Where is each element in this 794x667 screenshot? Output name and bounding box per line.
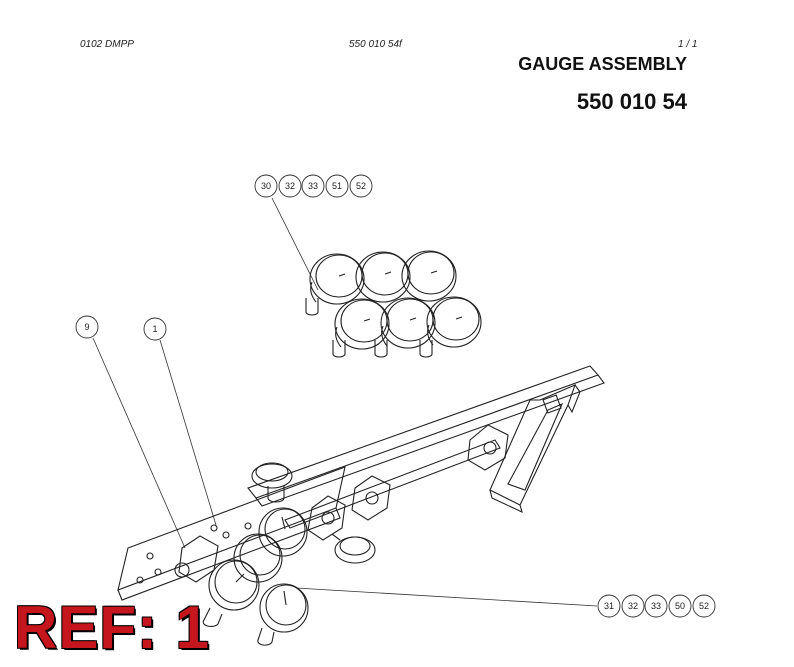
callout-label: 32 [285, 181, 295, 191]
leader-item-1 [159, 339, 217, 526]
callout-bubble: 32 [621, 594, 645, 618]
reference-stamp: REF: 1 [14, 594, 211, 661]
callout-item-9: 9 [75, 315, 99, 339]
callout-bubble: 50 [668, 594, 692, 618]
callout-bubble: 30 [254, 174, 278, 198]
drawing-title: GAUGE ASSEMBLY [518, 54, 687, 74]
callout-label: 1 [152, 324, 157, 334]
part-file-code: 550 010 54f [349, 39, 402, 50]
document-code: 0102 DMPP [80, 39, 134, 50]
callout-label: 50 [675, 601, 685, 611]
callout-label: 51 [332, 181, 342, 191]
callout-bubble: 31 [597, 594, 621, 618]
callout-label: 32 [628, 601, 638, 611]
page-number: 1 / 1 [678, 39, 698, 50]
callout-bubble: 32 [278, 174, 302, 198]
callout-group-top: 30 32 33 51 52 [254, 174, 373, 198]
callout-label: 52 [356, 181, 366, 191]
leader-top-group [271, 197, 319, 291]
callout-bubble: 33 [301, 174, 325, 198]
callout-label: 33 [651, 601, 661, 611]
callout-label: 30 [261, 181, 271, 191]
callout-label: 33 [308, 181, 318, 191]
callout-bubble: 51 [325, 174, 349, 198]
callout-label: 9 [84, 322, 89, 332]
callout-bubble: 33 [644, 594, 668, 618]
callout-bubble: 52 [692, 594, 716, 618]
callout-item-1: 1 [143, 317, 167, 341]
upper-gauge-group [305, 250, 482, 358]
callout-label: 31 [604, 601, 614, 611]
lower-gauge-group [202, 507, 309, 646]
callout-label: 52 [699, 601, 709, 611]
callout-bubble: 52 [349, 174, 373, 198]
part-number: 550 010 54 [576, 89, 687, 114]
callout-group-bottom: 31 32 33 50 52 [597, 594, 716, 618]
leader-bottom-group [295, 587, 598, 607]
leader-item-9 [92, 337, 186, 549]
frame-rail-assembly [117, 365, 605, 601]
